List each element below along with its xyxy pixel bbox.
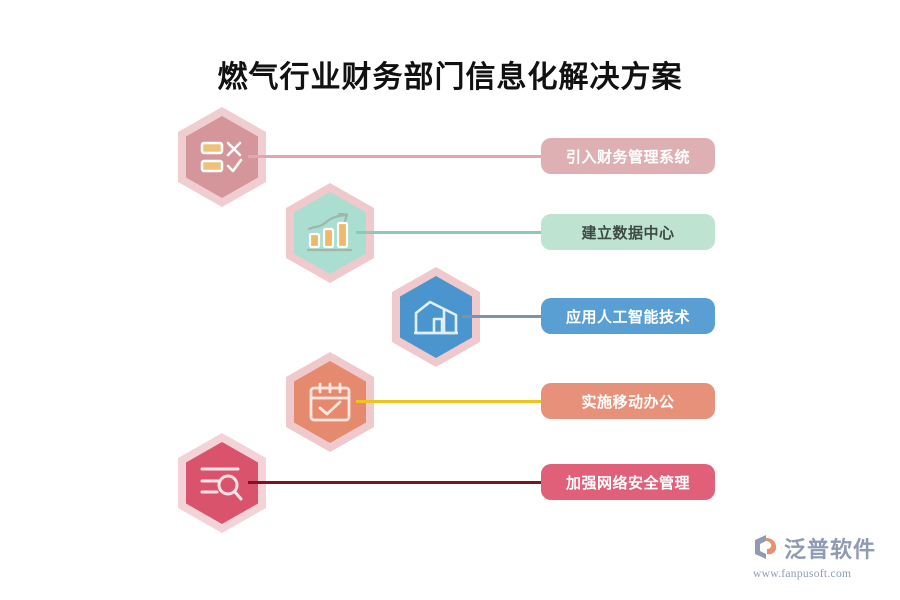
step-label-pill-5[interactable]: 加强网络安全管理 [541,464,715,500]
calendar-check-icon [294,361,366,443]
watermark-brand-row: 泛普软件 [752,534,876,565]
step-hexagon-2[interactable] [286,183,374,283]
watermark-brand-text: 泛普软件 [784,536,877,562]
connector-line-5 [248,481,543,484]
bar-chart-growth-icon [294,192,366,274]
checklist-icon [186,116,258,198]
watermark-url: www.fanpusoft.com [753,568,852,580]
connector-line-2 [356,231,544,234]
step-row: 建立数据中心 [0,183,900,283]
step-label-pill-3[interactable]: 应用人工智能技术 [541,298,715,334]
connector-line-4 [356,400,544,403]
step-label-pill-4[interactable]: 实施移动办公 [541,383,715,419]
step-row: 实施移动办公 [0,352,900,452]
step-label-text: 引入财务管理系统 [565,148,690,166]
connector-line-3 [462,315,545,318]
hexagon-fill [186,116,258,198]
page-title: 燃气行业财务部门信息化解决方案 [217,61,683,94]
step-label-text: 实施移动办公 [581,393,675,411]
step-row: 应用人工智能技术 [0,267,900,367]
step-row: 引入财务管理系统 [0,107,900,207]
step-label-text: 加强网络安全管理 [565,474,690,492]
connector-line-1 [248,155,543,158]
step-label-text: 建立数据中心 [581,224,675,242]
step-row: 加强网络安全管理 [0,433,900,533]
watermark: 泛普软件 www.fanpusoft.com [752,534,892,588]
building-icon [400,276,472,358]
step-label-text: 应用人工智能技术 [565,308,690,326]
step-label-pill-2[interactable]: 建立数据中心 [541,214,715,250]
fanpu-logo-icon [752,534,780,565]
step-label-pill-1[interactable]: 引入财务管理系统 [541,138,715,174]
document-search-icon [186,442,258,524]
